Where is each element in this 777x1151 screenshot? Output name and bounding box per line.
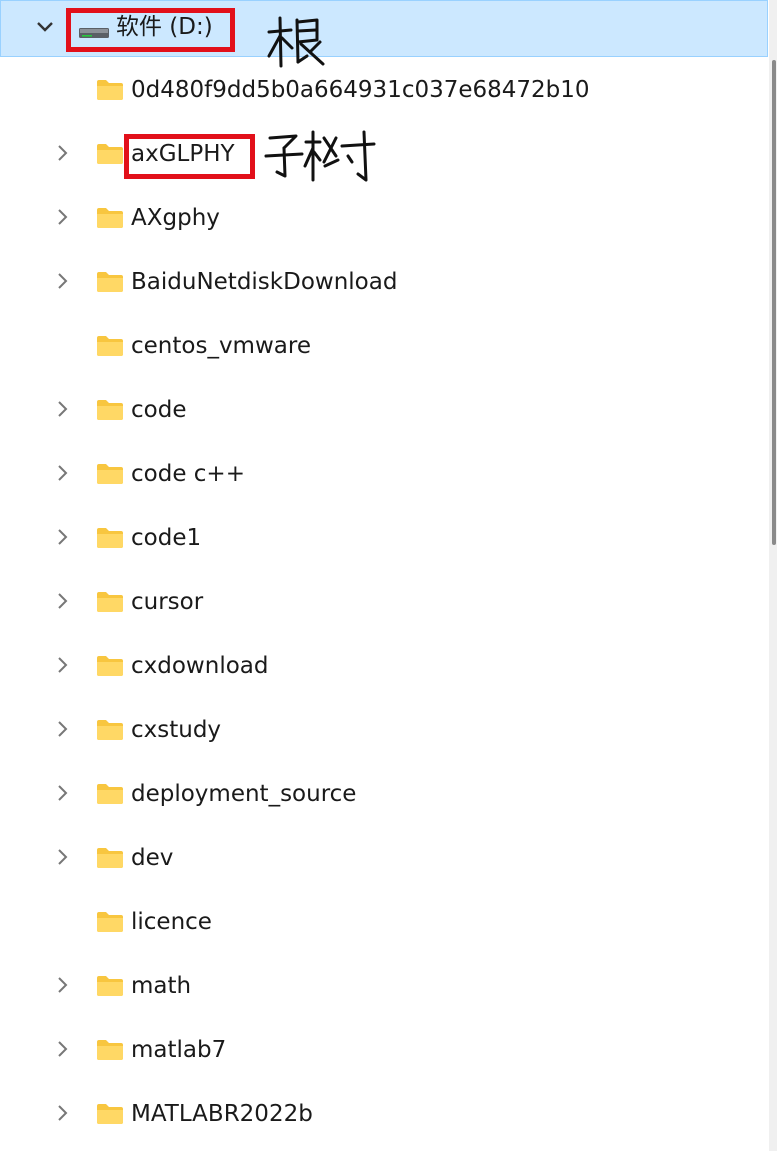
- folder-icon: [96, 975, 124, 997]
- folder-icon: [96, 719, 124, 741]
- annotation-box-subtree: [124, 134, 255, 179]
- folder-icon: [96, 847, 124, 869]
- folder-icon: [96, 655, 124, 677]
- tree-item-folder[interactable]: licence: [0, 890, 768, 954]
- tree-item-folder[interactable]: dev: [0, 826, 768, 890]
- folder-icon: [96, 143, 124, 165]
- tree-item-folder[interactable]: code1: [0, 506, 768, 570]
- folder-label: code: [131, 397, 187, 423]
- scrollbar-thumb[interactable]: [772, 60, 776, 545]
- folder-icon: [96, 207, 124, 229]
- folder-label: code1: [131, 525, 202, 551]
- tree-item-folder[interactable]: code: [0, 378, 768, 442]
- tree-item-folder[interactable]: 0d480f9dd5b0a664931c037e68472b10: [0, 58, 768, 122]
- tree-item-folder[interactable]: MATLABR2022b: [0, 1082, 768, 1146]
- tree-item-folder[interactable]: BaiduNetdiskDownload: [0, 250, 768, 314]
- folder-label: deployment_source: [131, 781, 357, 807]
- folder-label: licence: [131, 909, 212, 935]
- chevron-right-icon[interactable]: [52, 207, 72, 227]
- chevron-right-icon[interactable]: [52, 463, 72, 483]
- tree-item-folder[interactable]: cxdownload: [0, 634, 768, 698]
- tree-item-folder[interactable]: math: [0, 954, 768, 1018]
- folder-icon: [96, 591, 124, 613]
- folder-label: axGLPHY: [131, 141, 235, 167]
- tree-item-folder[interactable]: deployment_source: [0, 762, 768, 826]
- chevron-right-icon[interactable]: [52, 591, 72, 611]
- folder-label: MATLABR2022b: [131, 1101, 313, 1127]
- folder-icon: [96, 271, 124, 293]
- folder-label: dev: [131, 845, 174, 871]
- tree-item-folder[interactable]: axGLPHY: [0, 122, 768, 186]
- folder-icon: [96, 911, 124, 933]
- chevron-right-icon[interactable]: [52, 527, 72, 547]
- tree-item-folder[interactable]: cursor: [0, 570, 768, 634]
- folder-icon: [96, 79, 124, 101]
- chevron-right-icon[interactable]: [52, 271, 72, 291]
- folder-label: cxdownload: [131, 653, 269, 679]
- chevron-right-icon[interactable]: [52, 847, 72, 867]
- folder-icon: [96, 463, 124, 485]
- folder-label: code c++: [131, 461, 245, 487]
- chevron-right-icon[interactable]: [52, 975, 72, 995]
- folder-label: math: [131, 973, 192, 999]
- folder-label: AXgphy: [131, 205, 220, 231]
- tree-item-folder[interactable]: code c++: [0, 442, 768, 506]
- chevron-right-icon[interactable]: [52, 783, 72, 803]
- folder-icon: [96, 399, 124, 421]
- folder-icon: [96, 1039, 124, 1061]
- chevron-down-icon[interactable]: [35, 17, 55, 37]
- folder-icon: [96, 335, 124, 357]
- chevron-right-icon[interactable]: [52, 1103, 72, 1123]
- handwritten-root-annotation: 根: [267, 16, 325, 68]
- folder-label: cursor: [131, 589, 204, 615]
- folder-label: centos_vmware: [131, 333, 311, 359]
- chevron-right-icon[interactable]: [52, 143, 72, 163]
- chevron-right-icon[interactable]: [52, 655, 72, 675]
- chevron-right-icon[interactable]: [52, 399, 72, 419]
- tree-item-folder[interactable]: AXgphy: [0, 186, 768, 250]
- vertical-scrollbar[interactable]: [769, 0, 777, 1151]
- folder-label: BaiduNetdiskDownload: [131, 269, 398, 295]
- chevron-right-icon[interactable]: [52, 1039, 72, 1059]
- tree-item-folder[interactable]: centos_vmware: [0, 314, 768, 378]
- chevron-right-icon[interactable]: [52, 719, 72, 739]
- folder-label: 0d480f9dd5b0a664931c037e68472b10: [131, 77, 590, 103]
- folder-icon: [96, 527, 124, 549]
- folder-icon: [96, 1103, 124, 1125]
- tree-item-folder[interactable]: matlab7: [0, 1018, 768, 1082]
- handwritten-subtree-annotation: 子树: [264, 130, 376, 182]
- drive-icon: [79, 24, 109, 38]
- root-drive-label: 软件 (D:): [116, 14, 213, 40]
- folder-label: cxstudy: [131, 717, 222, 743]
- folder-label: matlab7: [131, 1037, 227, 1063]
- annotation-box-root: [66, 8, 235, 52]
- tree-item-folder[interactable]: cxstudy: [0, 698, 768, 762]
- folder-icon: [96, 783, 124, 805]
